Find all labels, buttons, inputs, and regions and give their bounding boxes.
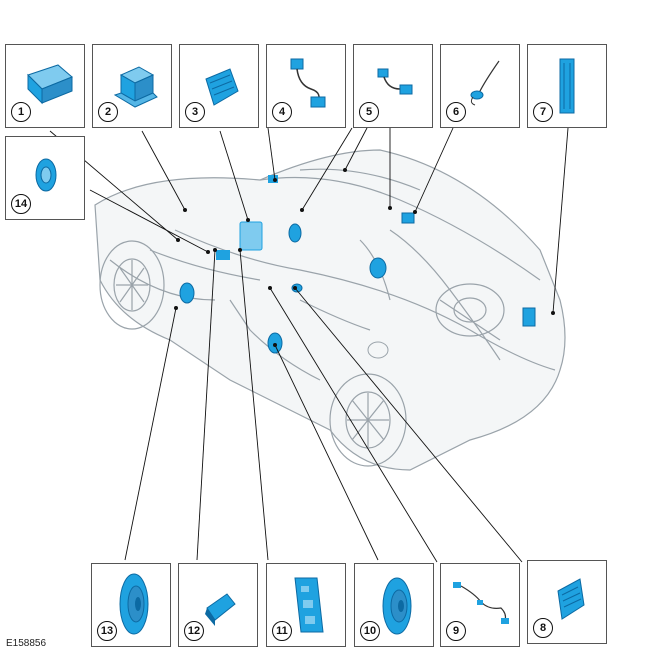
callout-number: 1 <box>11 102 31 122</box>
callout-panel-2: 2 <box>92 44 172 128</box>
antenna-lead-icon <box>470 60 500 106</box>
callout-panel-9: 9 <box>440 563 520 647</box>
car-body <box>94 149 566 471</box>
rear-speaker-marker <box>369 257 387 279</box>
callout-number: 11 <box>272 621 292 641</box>
tweeter-icon <box>35 158 57 192</box>
callout-number: 12 <box>184 621 204 641</box>
mounting-plate-icon <box>294 577 324 633</box>
spare-wheel <box>435 283 505 337</box>
front-wheel <box>99 240 165 330</box>
bracket-marker <box>216 250 230 260</box>
callout-panel-14: 14 <box>5 136 85 220</box>
tweeter-marker <box>288 223 302 243</box>
bracket-module-icon <box>557 578 585 620</box>
roof-harness-marker <box>268 175 278 183</box>
bracket-icon <box>205 593 236 626</box>
callout-panel-7: 7 <box>527 44 607 128</box>
callout-panel-6: 6 <box>440 44 520 128</box>
wiring-loom-icon <box>453 582 509 624</box>
module-icon <box>27 64 73 105</box>
fuel-cap <box>367 341 389 359</box>
amplifier-icon <box>113 66 158 108</box>
in-vehicle-components <box>179 175 536 354</box>
door-speaker-icon <box>382 577 412 635</box>
harness-icon <box>290 58 326 108</box>
callout-number: 8 <box>533 618 553 638</box>
antenna-marker <box>401 212 415 224</box>
callout-panel-13: 13 <box>91 563 171 647</box>
callout-panel-10: 10 <box>354 563 434 647</box>
callout-number: 3 <box>185 102 205 122</box>
callout-panel-11: 11 <box>266 563 346 647</box>
callout-number: 14 <box>11 194 31 214</box>
callout-number: 6 <box>446 102 466 122</box>
front-door-speaker-marker <box>179 282 195 304</box>
callout-number: 13 <box>97 621 117 641</box>
harness-icon <box>377 68 413 95</box>
callout-number: 10 <box>360 621 380 641</box>
control-unit-icon <box>205 68 239 106</box>
callout-panel-12: 12 <box>178 563 258 647</box>
rear-module-marker <box>522 307 536 327</box>
figure-code: E158856 <box>6 638 47 649</box>
callout-panel-3: 3 <box>179 44 259 128</box>
callout-number: 9 <box>446 621 466 641</box>
callout-panel-1: 1 <box>5 44 85 128</box>
rear-module-icon <box>559 58 575 114</box>
speaker-icon <box>119 573 149 635</box>
callout-number: 2 <box>98 102 118 122</box>
callout-number: 7 <box>533 102 553 122</box>
callout-panel-5: 5 <box>353 44 433 128</box>
callout-panel-8: 8 <box>527 560 607 644</box>
callout-number: 4 <box>272 102 292 122</box>
leader-dots <box>174 168 555 347</box>
callout-panel-4: 4 <box>266 44 346 128</box>
control-unit-marker <box>239 221 263 251</box>
leader-lines <box>49 127 569 563</box>
callout-number: 5 <box>359 102 379 122</box>
